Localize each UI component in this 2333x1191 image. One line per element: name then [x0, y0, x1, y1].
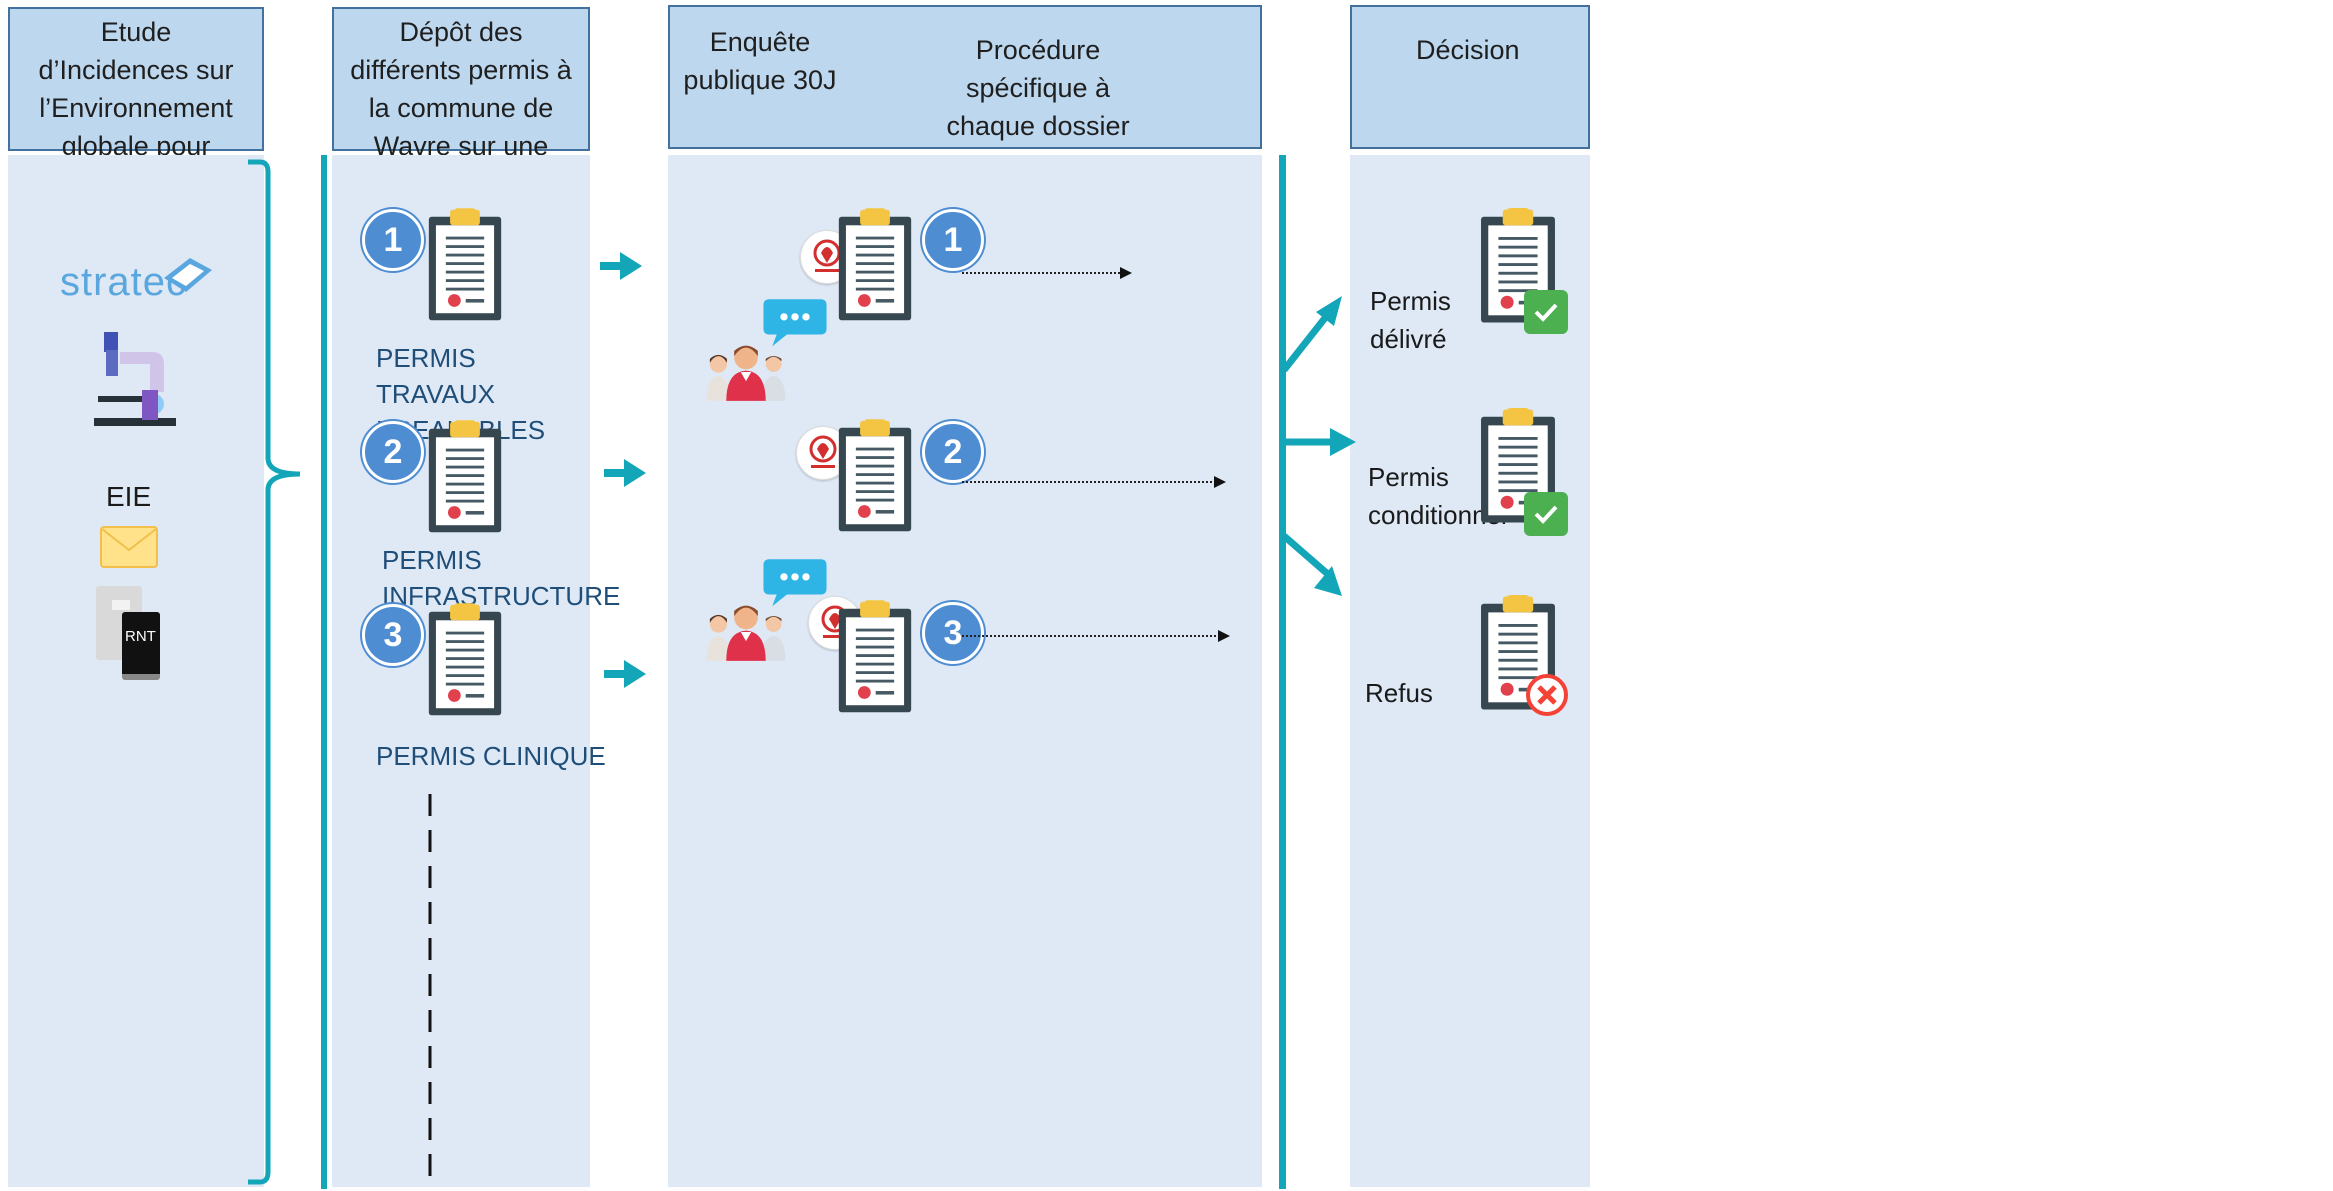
public-people-icon [706, 605, 786, 661]
arrow-permit-3-to-inquiry [604, 660, 646, 688]
eie-label: EIE [106, 481, 152, 512]
inquiry-3-number-badge: 3 [922, 602, 984, 664]
inquiry-1-clipboard-icon [838, 208, 912, 321]
rnt-book-icon: RNT [122, 612, 160, 680]
inquiry-1-number-badge: 1 [922, 209, 984, 271]
microscope-icon [94, 332, 176, 426]
header-environmental-study: Etude d’Incidences sur l’Environnement g… [8, 7, 264, 237]
stratec-logo-text: stratec [60, 260, 188, 304]
decision-3-label: Refus [1365, 678, 1433, 708]
conditional-check-icon [1524, 492, 1568, 536]
rnt-documents: RNT [96, 586, 166, 686]
stratec-logo-mark-icon [164, 258, 212, 292]
permit-3-number-badge: 3 [362, 604, 424, 666]
permit-3-clipboard-icon [428, 603, 502, 716]
inquiry-2-dotted-arrow [962, 476, 1226, 488]
header-decision-text: Décision [1416, 35, 1520, 65]
divider-bar-left [321, 155, 327, 1189]
decision-2-label: Permis conditionnel [1368, 462, 1507, 530]
stratec-logo: stratec [52, 256, 212, 306]
permit-1-clipboard-icon [428, 208, 502, 321]
header-specific-procedure-text: Procédure spécifique à chaque dossier [946, 35, 1130, 141]
arrow-permit-1-to-inquiry [600, 252, 642, 280]
refused-cross-icon [1526, 674, 1568, 716]
header-public-inquiry-text: Enquête publique 30J [683, 27, 837, 95]
permit-2-clipboard-icon [428, 420, 502, 533]
rnt-book-label: RNT [125, 628, 156, 645]
permit-1-number-badge: 1 [362, 209, 424, 271]
public-people-icon [706, 345, 786, 401]
decision-arrows [1281, 296, 1356, 596]
permit-2-number-badge: 2 [362, 421, 424, 483]
inquiry-2-number-badge: 2 [922, 421, 984, 483]
permit-2-label: PERMIS INFRASTRUCTURE [382, 545, 621, 611]
decision-1-label: Permis délivré [1370, 286, 1451, 354]
inquiry-3-dotted-arrow [962, 630, 1230, 642]
header-public-inquiry: Enquête publique 30J Procédure spécifiqu… [668, 5, 1262, 149]
inquiry-2-clipboard-icon [838, 419, 912, 532]
header-decision: Décision [1350, 5, 1590, 149]
permit-3-label: PERMIS CLINIQUE [376, 741, 606, 771]
arrow-permit-2-to-inquiry [604, 459, 646, 487]
divider-bar-right [1279, 155, 1286, 1189]
header-permit-submission: Dépôt des différents permis à la commune… [332, 7, 590, 237]
panel-public-inquiry [668, 155, 1262, 1187]
approved-check-icon [1524, 290, 1568, 334]
inquiry-3-clipboard-icon [838, 600, 912, 713]
continuation-dashes [428, 794, 432, 1188]
envelope-icon [100, 526, 158, 568]
inquiry-1-dotted-arrow [962, 267, 1132, 279]
grouping-bracket [248, 159, 301, 1185]
